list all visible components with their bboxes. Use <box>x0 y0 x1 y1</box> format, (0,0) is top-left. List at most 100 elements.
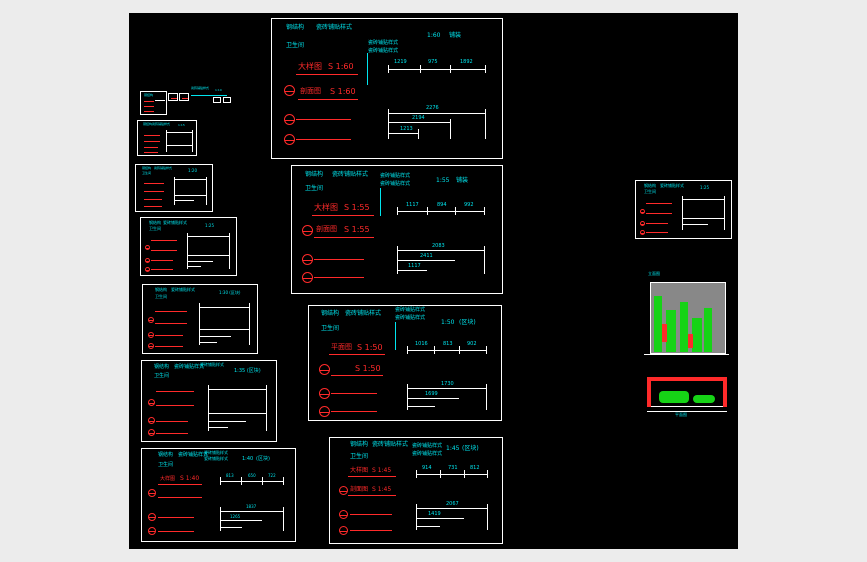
sheet-header-2: 瓷砖铺贴样式 <box>660 183 684 188</box>
sheet-scale-20[interactable]: 钢结构 瓷砖铺贴样式 卫生间 1:20 <box>135 164 213 212</box>
dimension-line <box>187 255 229 256</box>
elevation-label: 立面图 <box>648 271 660 276</box>
section-marker <box>148 513 156 521</box>
dimension-line <box>199 342 217 343</box>
sheet-header-1: 钢结构 <box>155 287 167 292</box>
dimension-label: 1837 <box>246 504 257 509</box>
dim-tick <box>418 129 419 139</box>
sheet-scale-45[interactable]: 钢结构 瓷砖铺贴样式 卫生间 瓷砖铺贴样式 瓷砖铺贴样式 1:45 (区块) 大… <box>329 437 503 544</box>
dim-tick <box>208 385 209 431</box>
sheet-scale-label: 1:20 <box>188 168 197 173</box>
dim-tick <box>199 303 200 345</box>
dim-tick <box>220 477 221 485</box>
sheet-scale-10[interactable]: 钢结构 <box>140 91 167 115</box>
sheet-inset-d[interactable] <box>223 97 231 103</box>
dim-tick <box>440 470 441 478</box>
section-marker <box>302 225 313 236</box>
dim-tick <box>229 233 230 269</box>
section-title: 剖面图 <box>350 486 369 493</box>
sheet-inset-a[interactable] <box>168 93 178 101</box>
dimension-label: 722 <box>268 473 276 478</box>
sheet-header-2-stack: 瓷砖铺贴样式 <box>204 450 228 455</box>
dimension-label: 2411 <box>420 253 433 259</box>
leader-line <box>144 106 154 107</box>
dim-tick <box>450 119 451 139</box>
sheet-header-2: 瓷砖铺贴样式 <box>316 24 353 31</box>
section-marker <box>640 221 645 226</box>
dimension-label: 1699 <box>425 391 438 397</box>
dimension-line <box>416 474 488 475</box>
sheet-scale-label: 1:60 <box>427 32 441 39</box>
section-title: 剖面图 <box>300 87 321 95</box>
section-marker <box>145 245 150 250</box>
dimension-label: 2067 <box>446 501 459 507</box>
sheet-note: (区块) <box>459 319 476 326</box>
dim-tick <box>464 470 465 478</box>
plan-scale: S 1:40 <box>180 475 200 482</box>
title-underline <box>144 141 160 142</box>
plan-scale: S 1:60 <box>328 62 354 71</box>
dimension-line <box>416 526 440 527</box>
sheet-scale-30[interactable]: 钢结构 瓷砖铺贴样式 卫生间 1:30 (区块) <box>142 284 258 354</box>
sheet-room: 卫生间 <box>644 189 656 194</box>
dim-tick <box>220 507 221 531</box>
sheet-scale-15[interactable]: 钢结构 瓷砖铺贴样式 1:15 <box>137 120 197 156</box>
title-underline <box>298 99 358 100</box>
sheet-header-2: 瓷砖铺贴样式 <box>174 364 205 370</box>
leader-line <box>367 53 368 85</box>
plan-title: 大样图 <box>350 467 369 474</box>
dim-tick <box>486 346 487 354</box>
dimension-label: 914 <box>422 465 432 471</box>
dim-tick <box>487 504 488 530</box>
sheet-scale-40[interactable]: 钢结构 瓷砖铺贴样式 卫生间 瓷砖铺贴样式 瓷砖铺贴样式 1:40 (区块) 大… <box>141 448 296 542</box>
leader-line <box>144 206 162 207</box>
stone-accent <box>688 334 693 348</box>
dimension-label: 1419 <box>428 511 441 517</box>
sheet-inset-c[interactable] <box>213 97 221 103</box>
leader-line <box>314 259 364 260</box>
dimension-line <box>220 481 284 482</box>
sheet-right[interactable]: 钢结构 瓷砖铺贴样式 卫生间 1:25 <box>635 180 732 239</box>
dim-tick <box>407 384 408 410</box>
dimension-line <box>682 224 708 225</box>
leader-line <box>151 260 173 261</box>
dimension-label: 731 <box>448 465 458 471</box>
dimension-line <box>174 179 206 180</box>
sheet-scale-25[interactable]: 钢结构 瓷砖铺贴样式 卫生间 1:25 <box>140 217 237 276</box>
title-underline <box>158 484 202 485</box>
dim-tick <box>388 109 389 139</box>
sheet-header-2-stack: 瓷砖铺贴样式 <box>380 173 411 179</box>
sheet-scale-35[interactable]: 钢结构 瓷砖铺贴样式 卫生间 瓷砖铺贴样式 1:35 (区块) <box>141 360 277 442</box>
sheet-room: 卫生间 <box>350 453 369 460</box>
sheet-header-1: 钢结构 <box>305 171 324 178</box>
dim-tick <box>397 207 398 215</box>
section-marker <box>145 258 150 263</box>
drawing-canvas[interactable]: 钢结构 瓷砖铺贴样式 卫生间 瓷砖铺贴样式 瓷砖铺贴样式 1:60 铺装 大样图… <box>129 13 738 549</box>
dimension-label: 813 <box>443 341 453 347</box>
sheet-header-1: 钢结构 <box>149 220 161 225</box>
sheet-note: (区块) <box>256 456 270 462</box>
dimension-line <box>397 270 427 271</box>
sheet-scale-55[interactable]: 钢结构 瓷砖铺贴样式 卫生间 瓷砖铺贴样式 瓷砖铺贴样式 1:55 铺装 大样图… <box>291 165 503 294</box>
dim-tick <box>266 385 267 431</box>
sheet-inset-b[interactable] <box>179 93 189 101</box>
dimension-label: 2083 <box>432 243 445 249</box>
section-marker <box>148 489 156 497</box>
sheet-note: (区块) <box>462 445 479 452</box>
dim-tick <box>262 477 263 485</box>
leader-line <box>144 111 154 112</box>
sheet-header-2-stack: 瓷砖铺贴样式 <box>412 451 443 457</box>
sheet-header-2-stack: 瓷砖铺贴样式 <box>368 40 399 46</box>
dim-tick <box>484 246 485 274</box>
sheet-header-1: 钢结构 <box>321 310 340 317</box>
sheet-scale-50[interactable]: 钢结构 瓷砖铺贴样式 卫生间 瓷砖铺贴样式 瓷砖铺贴样式 1:50 (区块) 平… <box>308 305 502 421</box>
sheet-header-2-stack: 瓷砖铺贴样式 <box>204 456 228 461</box>
sheet-scale-60[interactable]: 钢结构 瓷砖铺贴样式 卫生间 瓷砖铺贴样式 瓷砖铺贴样式 1:60 铺装 大样图… <box>271 18 503 159</box>
section-marker <box>319 406 330 417</box>
garden-elevation[interactable]: 立面图 <box>644 271 729 358</box>
sheet-scale-label: 1:50 <box>441 319 455 326</box>
dimension-line <box>388 133 418 134</box>
garden-plan[interactable]: 平面图 <box>641 373 733 421</box>
dim-tick <box>249 303 250 345</box>
dimension-line <box>208 389 266 390</box>
